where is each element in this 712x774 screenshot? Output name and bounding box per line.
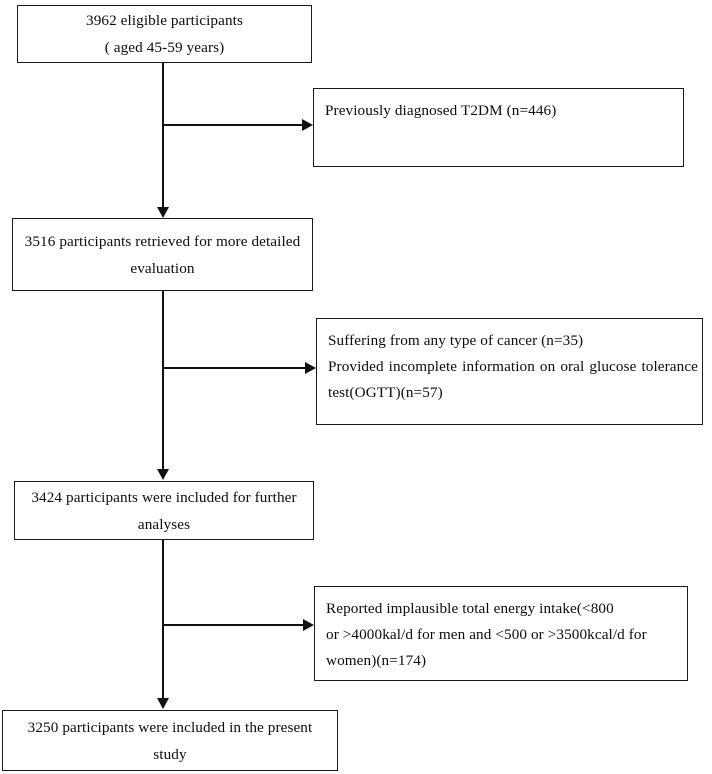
node-excluded-t2dm: Previously diagnosed T2DM (n=446) xyxy=(313,88,684,167)
node-excluded-t2dm-line-1: Previously diagnosed T2DM (n=446) xyxy=(325,102,557,119)
node-eligible-participants-line-1: 3962 eligible participants xyxy=(86,12,243,29)
node-further-analyses-line-1: 3424 participants were included for furt… xyxy=(31,488,297,506)
arrowhead-right-to-energy-intake xyxy=(303,619,314,631)
connector-analyses-to-present-study xyxy=(162,540,165,700)
node-excluded-cancer-ogtt-line-1: Suffering from any type of cancer (n=35) xyxy=(328,332,584,349)
node-excluded-cancer-ogtt: Suffering from any type of cancer (n=35)… xyxy=(316,318,703,425)
node-present-study-line-2: study xyxy=(153,745,187,763)
connector-retrieved-to-analyses xyxy=(162,291,165,471)
node-excluded-t2dm-body: Previously diagnosed T2DM (n=446) xyxy=(314,89,683,166)
node-eligible-participants: 3962 eligible participants ( aged 45-59 … xyxy=(17,5,312,63)
node-eligible-participants-body: 3962 eligible participants ( aged 45-59 … xyxy=(18,6,311,62)
arrowhead-right-to-t2dm xyxy=(302,119,313,131)
arrowhead-down-to-present-study xyxy=(156,698,169,709)
node-excluded-energy-intake-body: Reported implausible total energy intake… xyxy=(315,587,687,680)
arrowhead-down-to-analyses xyxy=(156,469,169,480)
node-further-analyses-line-2: analyses xyxy=(137,515,191,533)
node-retrieved-for-evaluation: 3516 participants retrieved for more det… xyxy=(12,218,313,291)
node-excluded-energy-intake-line-3: women)(n=174) xyxy=(326,652,427,669)
connector-branch-t2dm xyxy=(163,124,303,127)
node-present-study-body: 3250 participants were included in the p… xyxy=(3,711,337,770)
connector-branch-cancer-ogtt xyxy=(163,367,306,370)
node-excluded-energy-intake-line-2: or >4000kal/d for men and <500 or >3500k… xyxy=(326,626,647,643)
node-excluded-cancer-ogtt-body: Suffering from any type of cancer (n=35)… xyxy=(317,319,702,424)
node-retrieved-for-evaluation-line-2: evaluation xyxy=(130,259,195,277)
node-further-analyses: 3424 participants were included for furt… xyxy=(14,481,314,540)
arrowhead-right-to-cancer-ogtt xyxy=(305,362,316,374)
node-further-analyses-body: 3424 participants were included for furt… xyxy=(15,482,313,539)
node-present-study: 3250 participants were included in the p… xyxy=(2,710,338,771)
connector-eligible-to-retrieved xyxy=(162,63,165,209)
arrowhead-down-to-retrieved xyxy=(156,207,169,218)
node-retrieved-for-evaluation-body: 3516 participants retrieved for more det… xyxy=(13,219,312,290)
node-present-study-line-1: 3250 participants were included in the p… xyxy=(27,718,313,736)
node-excluded-cancer-ogtt-line-2: Provided incomplete information on oral … xyxy=(328,358,698,375)
node-excluded-cancer-ogtt-line-3: test(OGTT)(n=57) xyxy=(328,384,443,401)
connector-branch-energy-intake xyxy=(163,624,304,627)
node-excluded-energy-intake-line-1: Reported implausible total energy intake… xyxy=(326,600,614,617)
node-retrieved-for-evaluation-line-1: 3516 participants retrieved for more det… xyxy=(24,232,301,250)
node-excluded-energy-intake: Reported implausible total energy intake… xyxy=(314,586,688,681)
node-eligible-participants-line-2: ( aged 45-59 years) xyxy=(104,39,225,56)
